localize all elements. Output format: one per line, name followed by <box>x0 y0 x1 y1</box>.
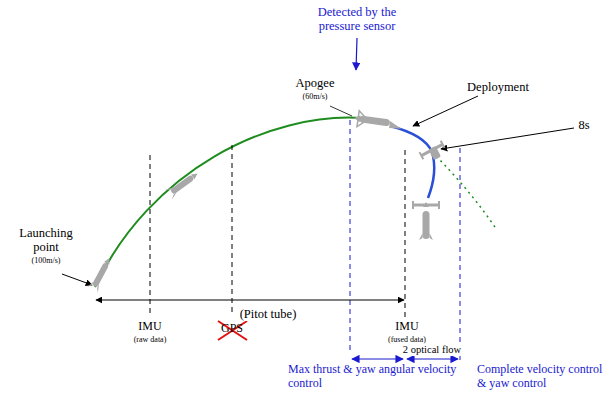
annotation-label: Launching point <box>11 226 81 255</box>
imu-raw-marker <box>150 155 151 316</box>
phase-span-arrow <box>352 358 403 359</box>
annotation-label: 8s <box>578 118 589 132</box>
leader-arrow <box>441 128 574 149</box>
deployed-vehicle-icon <box>420 141 448 165</box>
annotation-label: GPS <box>221 322 243 336</box>
phase-marker <box>350 120 351 352</box>
rocket-at-apogee <box>353 110 403 133</box>
annotation-label: Apogee <box>296 76 335 90</box>
rocket-icon <box>165 169 201 200</box>
annotation-label: Detected by the pressure sensor <box>301 5 413 34</box>
phase-span-arrow <box>407 358 458 359</box>
leader-line <box>330 106 352 116</box>
leader-arrow <box>413 96 478 126</box>
annotation-label: (Pitot tube) <box>240 307 297 321</box>
leader-arrow <box>356 38 357 70</box>
annotation-label: (100m/s) <box>32 256 61 265</box>
annotation-label: Complete velocity control & yaw control <box>477 363 609 391</box>
annotation-label: Max thrust & yaw angular velocity contro… <box>288 363 466 391</box>
annotation-label: 2 optical flow <box>403 344 461 356</box>
descent-trajectory <box>390 126 434 198</box>
leader-arrow <box>62 274 92 285</box>
pitot-span-arrow <box>96 300 404 301</box>
imu-fused-marker <box>405 150 406 318</box>
annotation-label: IMU <box>395 320 418 334</box>
ballistic-trajectory <box>432 152 497 230</box>
annotation-label: (fused data) <box>388 335 426 344</box>
annotation-label: IMU <box>138 320 161 334</box>
rocket-icon <box>87 255 114 292</box>
annotation-label: (60m/s) <box>303 92 328 101</box>
gps-marker <box>232 145 233 316</box>
annotation-label: (raw data) <box>134 335 167 344</box>
ascent-trajectory <box>95 118 362 287</box>
crossed-out-mark <box>218 321 247 340</box>
annotation-label: Deployment <box>467 80 529 94</box>
deployed-vehicle-icon <box>413 201 439 240</box>
